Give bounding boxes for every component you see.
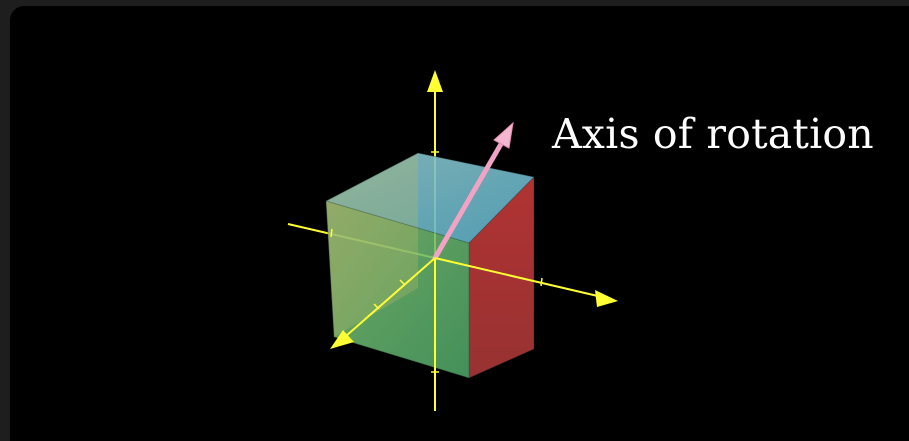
cube-front-face <box>326 201 469 378</box>
axis-ticks <box>330 151 543 373</box>
x-axis-front <box>434 257 603 298</box>
x-axis-arrowhead-icon <box>595 290 618 307</box>
cube-side-face <box>469 177 534 378</box>
rotation-axis-arrowhead-icon <box>493 121 514 149</box>
rotation-axis-line <box>432 141 504 261</box>
scene-canvas: Axis of rotation <box>10 6 909 441</box>
y-axis-arrowhead-icon <box>427 70 443 92</box>
z-axis-front <box>345 257 436 337</box>
cube-left-face <box>326 153 418 337</box>
cube-3d-scene <box>287 70 618 411</box>
axis-of-rotation-label: Axis of rotation <box>552 110 874 158</box>
z-axis-arrowhead-icon <box>330 330 354 349</box>
cube-edges <box>325 152 535 379</box>
